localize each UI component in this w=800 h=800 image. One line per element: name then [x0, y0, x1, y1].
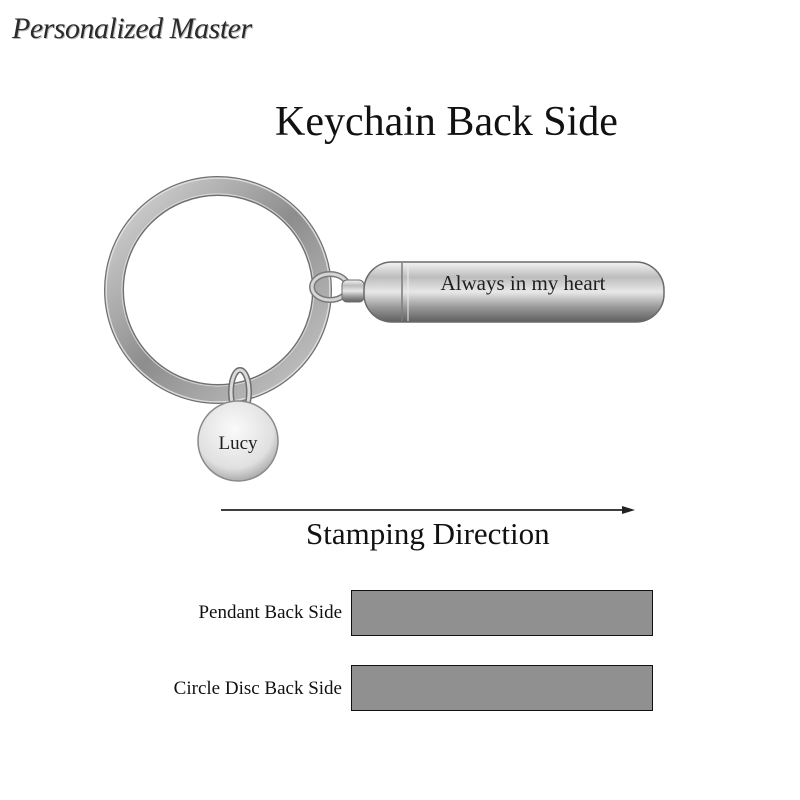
brand-logo: Personalized Master [12, 12, 252, 45]
circle-disc: Lucy [197, 400, 279, 482]
pendant-back-field[interactable] [351, 590, 653, 636]
cylinder-engraving: Always in my heart [440, 271, 605, 295]
disc-back-field[interactable] [351, 665, 653, 711]
pendant-back-label: Pendant Back Side [198, 602, 342, 623]
disc-engraving: Lucy [218, 433, 258, 454]
connector-ring [309, 271, 365, 303]
stamping-arrow [221, 506, 635, 514]
split-ring [104, 176, 332, 404]
stamping-direction-label: Stamping Direction [306, 516, 550, 551]
cylinder-pendant: Always in my heart [363, 261, 665, 323]
page-title: Keychain Back Side [275, 99, 618, 145]
disc-back-label: Circle Disc Back Side [173, 678, 342, 699]
